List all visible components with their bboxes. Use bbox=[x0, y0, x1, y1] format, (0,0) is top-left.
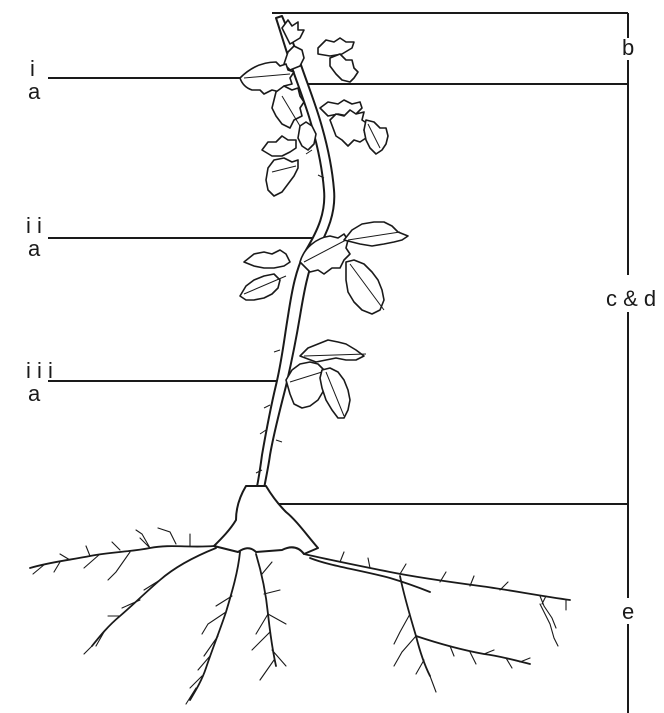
node-iii-letter: a bbox=[28, 381, 41, 406]
root-center-down bbox=[190, 552, 240, 700]
root-right-main bbox=[304, 554, 570, 600]
leaf-node-ii-right bbox=[344, 222, 408, 246]
node-i-letter: a bbox=[28, 79, 41, 104]
node-label-iii: i i i a bbox=[26, 358, 288, 406]
node-ii-letter: a bbox=[28, 236, 41, 261]
root-crown bbox=[214, 486, 318, 554]
root-right-branches bbox=[340, 552, 566, 628]
leaf-top-3 bbox=[330, 54, 358, 82]
leaf-mid-left-2 bbox=[262, 136, 296, 156]
root-system bbox=[30, 486, 570, 704]
section-e-label: e bbox=[622, 599, 634, 624]
root-left-main-lower bbox=[92, 548, 216, 646]
leaf-node-iii-left bbox=[286, 362, 326, 408]
leaf-node-ii-lower-right bbox=[346, 260, 384, 314]
section-cd-label: c & d bbox=[606, 286, 656, 311]
leaf-node-ii-far-left bbox=[244, 250, 290, 268]
leaf-upper-right-2 bbox=[330, 110, 368, 146]
root-right-down-2 bbox=[416, 636, 530, 664]
leaf-upper-left-1 bbox=[272, 86, 304, 128]
leaf-mid-left-3 bbox=[266, 158, 298, 196]
leaf-upper-right-3 bbox=[364, 120, 388, 154]
root-center-down-2 bbox=[256, 554, 276, 666]
section-b-label: b bbox=[622, 35, 634, 60]
node-label-i: i a bbox=[28, 56, 242, 104]
node-iii-numeral: i i i bbox=[26, 358, 53, 383]
root-left-main bbox=[30, 546, 214, 568]
leaf-node-ii-left bbox=[300, 234, 350, 274]
node-i-numeral: i bbox=[30, 56, 35, 81]
leaf-node-iii-top bbox=[300, 340, 364, 362]
section-brackets: b c & d e bbox=[272, 13, 656, 713]
leaf-top-2 bbox=[318, 38, 354, 56]
node-ii-numeral: i i bbox=[26, 213, 42, 238]
root-right-main-lower bbox=[310, 558, 430, 592]
